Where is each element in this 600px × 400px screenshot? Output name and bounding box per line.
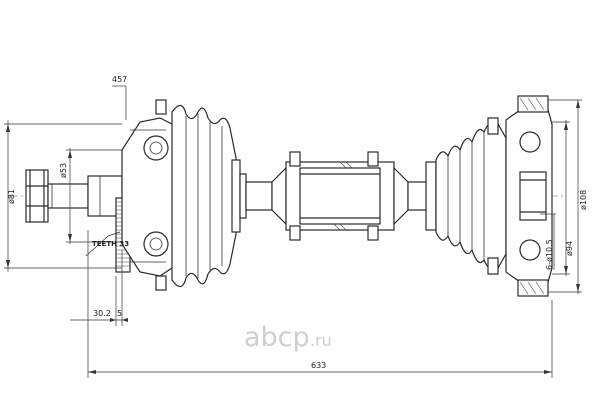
label-d94: ø94	[565, 241, 574, 256]
inner-boot	[425, 117, 507, 275]
dim-d108	[548, 99, 582, 294]
shaft-damper	[285, 151, 395, 241]
watermark-tld: .ru	[310, 331, 332, 350]
teeth-leader	[85, 231, 121, 257]
label-30-2: 30.2	[93, 309, 111, 318]
dim-d53	[66, 148, 122, 244]
dim-d81	[4, 120, 122, 272]
label-d108: ø108	[579, 190, 588, 210]
outer-boot	[171, 104, 247, 288]
label-teeth: TEETH 33	[92, 240, 129, 248]
dim-d94	[552, 120, 570, 276]
label-d81: ø81	[7, 189, 16, 204]
hub-bolt-head	[25, 169, 49, 223]
outer-cv-joint	[121, 99, 179, 291]
label-633: 633	[311, 361, 326, 370]
shaft-left	[245, 166, 287, 226]
inner-cv-joint	[505, 95, 553, 297]
dim-overall-length	[87, 230, 553, 378]
label-457: 457	[112, 75, 127, 84]
label-bolt-holes: 6-ø10.5	[545, 239, 554, 270]
label-5: 5	[117, 309, 122, 318]
label-d53: ø53	[59, 163, 68, 178]
watermark: abcp .ru	[244, 322, 332, 353]
dim-bolt-holes-leader	[540, 213, 556, 270]
axle-stub	[47, 175, 123, 217]
dim-30-2	[70, 250, 128, 326]
dim-457-leader	[112, 85, 127, 120]
watermark-brand: abcp	[244, 322, 310, 353]
